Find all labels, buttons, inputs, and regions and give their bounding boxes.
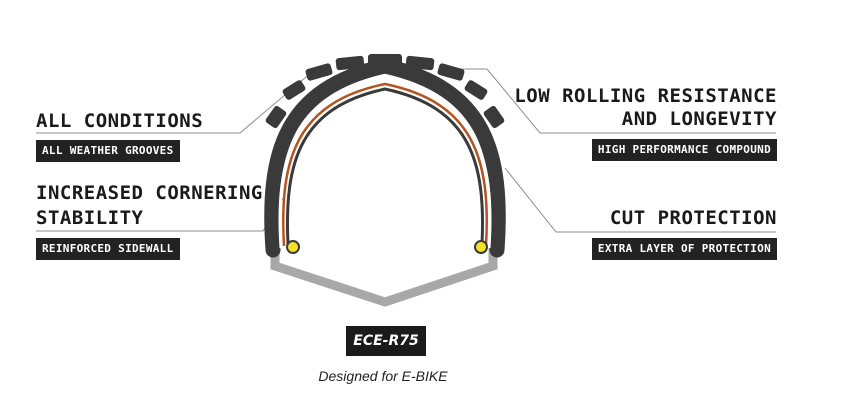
callout-all-conditions-tag: ALL WEATHER GROOVES <box>36 140 180 162</box>
callout-rolling-title-line1: LOW ROLLING RESISTANCE <box>514 85 777 107</box>
callout-cut-tag: EXTRA LAYER OF PROTECTION <box>591 238 777 260</box>
callout-rolling-tag: HIGH PERFORMANCE COMPOUND <box>591 139 777 161</box>
callout-cornering-title-line2: STABILITY <box>36 207 144 229</box>
callout-rolling-title-line2: AND LONGEVITY <box>621 108 777 130</box>
certification-badge: ECE-R75 <box>346 326 426 356</box>
designed-for-caption: Designed for E-BIKE <box>318 368 448 384</box>
casing-gap <box>278 77 492 249</box>
inner-liner <box>286 87 484 245</box>
callout-cornering-tag: REINFORCED SIDEWALL <box>36 238 180 260</box>
tread-blocks <box>265 54 505 129</box>
leader-line-rolling <box>448 68 776 134</box>
callout-all-conditions-title: ALL CONDITIONS <box>36 110 204 132</box>
callout-cornering-title-line1: INCREASED CORNERING <box>36 182 263 204</box>
callout-cut-title: CUT PROTECTION <box>609 207 777 229</box>
tire-casing <box>264 58 506 258</box>
leader-line-cut <box>504 167 776 233</box>
protection-layer <box>282 82 488 247</box>
bead-left <box>286 240 300 254</box>
rim-profile <box>270 240 498 307</box>
bead-right <box>474 240 488 254</box>
